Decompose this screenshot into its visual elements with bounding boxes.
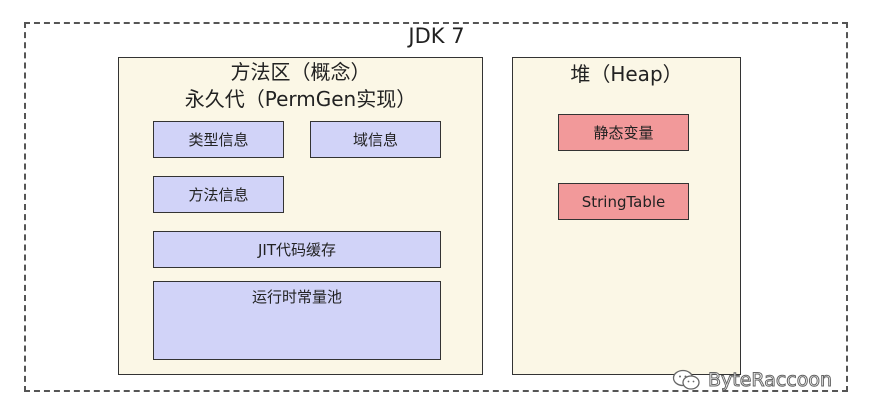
jit-cache-box: JIT代码缓存: [153, 231, 441, 268]
type-info-box: 类型信息: [153, 121, 284, 158]
string-table-box: StringTable: [558, 183, 689, 220]
heap-title: 堆（Heap）: [570, 62, 683, 86]
jdk-title: JDK 7: [408, 24, 465, 48]
watermark-text: ByteRaccoon: [707, 369, 833, 392]
runtime-constant-pool-box: 运行时常量池: [153, 281, 441, 360]
wechat-icon: [672, 369, 700, 390]
watermark: ByteRaccoon: [672, 368, 833, 392]
method-info-box: 方法信息: [153, 176, 284, 213]
jdk-container: [24, 22, 848, 392]
static-variables-box: 静态变量: [558, 114, 689, 151]
field-info-box: 域信息: [310, 121, 441, 158]
permgen-title: 永久代（PermGen实现）: [184, 87, 417, 111]
method-area-title: 方法区（概念）: [230, 60, 371, 84]
